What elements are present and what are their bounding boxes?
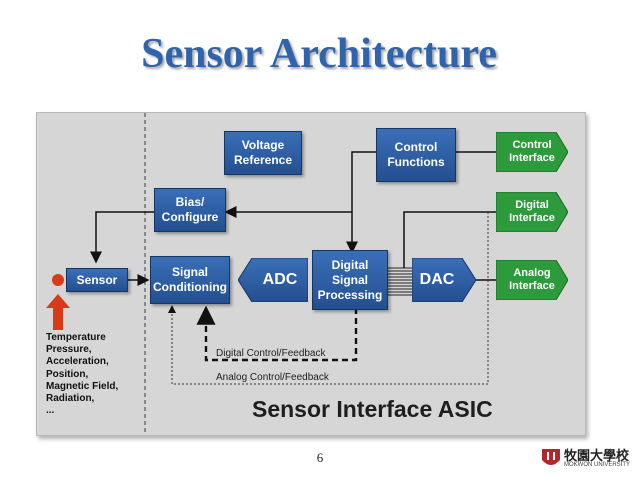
dac-shape <box>412 258 476 302</box>
input-item: ... <box>46 405 55 417</box>
digital-feedback-path <box>196 305 358 362</box>
digital-interface-arrow: Digital Interface <box>496 192 568 232</box>
university-name: 牧園大學校 <box>564 448 630 463</box>
bias-to-sensor-arrow <box>90 211 154 264</box>
control-functions-block: Control Functions <box>376 128 456 182</box>
dsp-label: Digital Signal Processing <box>317 257 383 302</box>
analog-feedback-label: Analog Control/Feedback <box>216 372 329 383</box>
control-functions-label: Control Functions <box>387 140 445 169</box>
control-interface-arrow: Control Interface <box>496 132 568 172</box>
adc-shape <box>238 258 308 302</box>
university-logo: 牧園大學校 MOKWON UNIVERSITY <box>540 444 634 474</box>
bias-configure-block: Bias/ Configure <box>154 188 226 232</box>
bias-configure-label: Bias/ Configure <box>161 195 219 224</box>
adc-label: ADC <box>262 271 298 288</box>
sensor-label: Sensor <box>76 272 118 287</box>
digital-feedback-label: Digital Control/Feedback <box>216 348 326 359</box>
signal-conditioning-label: Signal Conditioning <box>153 265 227 294</box>
input-arrow-icon <box>46 294 70 330</box>
dac-label: DAC <box>419 271 455 288</box>
voltage-reference-label: Voltage Reference <box>233 138 293 167</box>
sensor-pin-icon <box>52 274 64 286</box>
page-number: 6 <box>316 450 324 465</box>
signal-conditioning-block: Signal Conditioning <box>150 256 230 304</box>
sensor-block: Sensor <box>66 268 128 292</box>
dsp-dac-bus <box>388 267 412 296</box>
input-item: Magnetic Field, <box>46 380 119 392</box>
input-item: Acceleration, <box>46 356 109 368</box>
dsp-to-digital-line <box>403 211 496 268</box>
dsp-block: Digital Signal Processing <box>312 250 388 310</box>
asic-label: Sensor Interface ASIC <box>252 396 493 422</box>
control-to-dsp-arrow <box>346 151 376 254</box>
dac-block: DAC <box>412 258 476 302</box>
input-item: Radiation, <box>46 393 95 405</box>
physical-inputs-list: Temperature Pressure, Acceleration, Posi… <box>46 332 118 417</box>
page-title: Sensor Architecture <box>141 31 497 77</box>
university-emblem-icon <box>542 449 560 465</box>
input-item: Temperature <box>46 332 106 343</box>
analog-interface-arrow: Analog Interface <box>496 260 568 300</box>
analog-interface-label: Analog Interface <box>509 267 555 292</box>
input-item: Position, <box>46 368 89 380</box>
adc-block: ADC <box>238 258 308 302</box>
input-item: Pressure, <box>46 344 92 356</box>
analog-feedback-path <box>168 212 489 385</box>
university-subtitle: MOKWON UNIVERSITY <box>564 462 631 468</box>
voltage-reference-block: Voltage Reference <box>224 131 302 175</box>
digital-interface-label: Digital Interface <box>509 199 555 224</box>
control-interface-label: Control Interface <box>509 139 555 164</box>
